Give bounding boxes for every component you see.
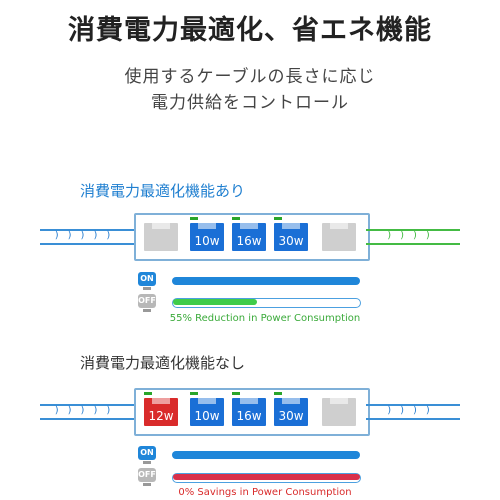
port-5 [322, 223, 356, 251]
switch-with: 10w 16w 30w [134, 213, 370, 261]
switch-without: 12w 10w 16w 30w [134, 388, 370, 436]
port-2: 10w [190, 217, 224, 251]
port-5 [322, 398, 356, 426]
savings-caption: 0% Savings in Power Consumption [178, 487, 352, 498]
right-cable-without: )))) [366, 404, 460, 420]
section-without-label: 消費電力最適化機能なし [80, 354, 246, 372]
reduction-caption: 55% Reduction in Power Consumption [169, 313, 361, 324]
port-1 [144, 223, 178, 251]
signal-waves-icon: ))))) [54, 405, 120, 416]
signal-waves-icon: ))))) [54, 230, 120, 241]
right-cable-with: )))) [366, 229, 460, 245]
off-power-bar [172, 298, 361, 308]
on-power-bar [172, 451, 360, 459]
page-title: 消費電力最適化、省エネ機能 [68, 15, 432, 46]
subtitle-line-1: 使用するケーブルの長さに応じ [124, 67, 376, 87]
on-badge: ON [138, 272, 156, 286]
section-with-label: 消費電力最適化機能あり [80, 182, 246, 200]
port-4: 30w [274, 217, 308, 251]
off-power-fill [173, 474, 360, 480]
port-4: 30w [274, 392, 308, 426]
port-3: 16w [232, 217, 266, 251]
signal-waves-icon: )))) [387, 405, 439, 416]
off-power-fill [173, 299, 258, 305]
port-1: 12w [144, 392, 178, 426]
off-power-bar [172, 473, 361, 483]
subtitle-line-2: 電力供給をコントロール [151, 93, 349, 113]
signal-waves-icon: )))) [387, 230, 439, 241]
off-badge: OFF [138, 468, 156, 482]
on-badge: ON [138, 446, 156, 460]
port-2: 10w [190, 392, 224, 426]
left-cable-with: ))))) [40, 229, 134, 245]
port-3: 16w [232, 392, 266, 426]
left-cable-without: ))))) [40, 404, 134, 420]
off-badge: OFF [138, 294, 156, 308]
on-power-bar [172, 277, 360, 285]
